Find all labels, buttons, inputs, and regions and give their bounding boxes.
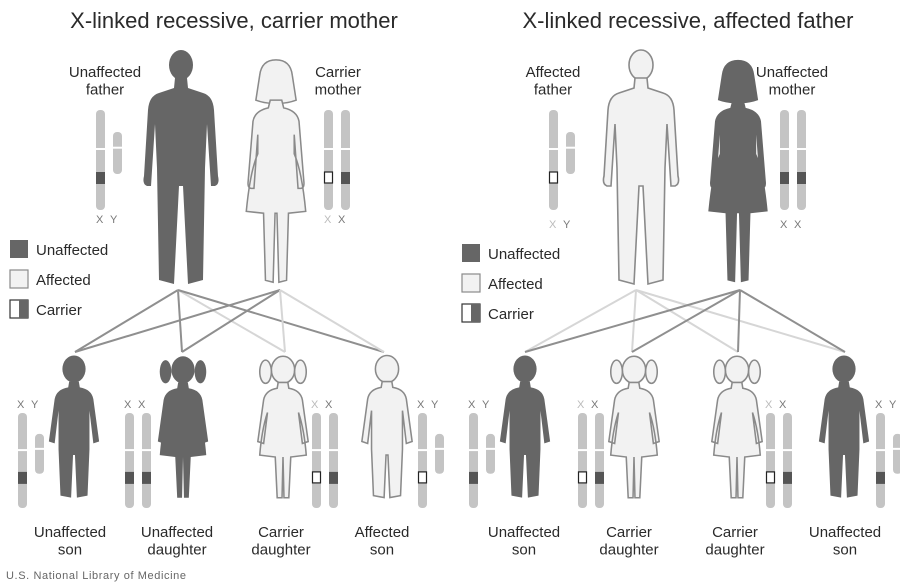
panel-title: X-linked recessive, affected father xyxy=(523,8,854,33)
inheritance-lines xyxy=(75,290,384,352)
legend-unaffected: Unaffected xyxy=(462,244,560,263)
child-figure xyxy=(609,356,659,497)
legend-affected: Affected xyxy=(10,270,91,289)
legend-unaffected-label: Unaffected xyxy=(488,246,560,263)
father-figure xyxy=(143,50,218,284)
child-chromosomes xyxy=(17,413,45,508)
inheritance-lines xyxy=(525,290,845,352)
mother-figure xyxy=(708,60,767,282)
child-figure xyxy=(258,356,308,497)
child-figure xyxy=(712,356,762,497)
legend-carrier-label: Carrier xyxy=(488,306,534,323)
child-chromosomes xyxy=(468,413,496,508)
child-figure xyxy=(500,355,550,497)
child-chromosomes xyxy=(124,413,152,508)
father-chromosomes xyxy=(95,110,123,210)
legend-carrier: Carrier xyxy=(10,300,82,319)
panel-title: X-linked recessive, carrier mother xyxy=(70,8,398,33)
father-figure xyxy=(603,50,678,284)
legend-carrier-label: Carrier xyxy=(36,302,82,319)
legend-unaffected-label: Unaffected xyxy=(36,242,108,259)
panel-affected-father: X-linked recessive, affected fatherAffec… xyxy=(462,8,900,558)
legend-affected: Affected xyxy=(462,274,543,293)
mother-figure xyxy=(246,60,305,282)
child-chromosomes xyxy=(417,413,445,508)
legend-affected-label: Affected xyxy=(36,272,91,289)
child-chromosomes xyxy=(577,413,605,508)
credit-text: U.S. National Library of Medicine xyxy=(6,570,187,582)
legend-carrier: Carrier xyxy=(462,304,534,323)
child-figure xyxy=(49,355,99,497)
child-chromosomes xyxy=(765,413,793,508)
child-figure xyxy=(158,356,208,497)
child-chromosomes xyxy=(875,413,900,508)
child-figure xyxy=(362,355,412,497)
legend-unaffected: Unaffected xyxy=(10,240,108,259)
father-chromosomes xyxy=(548,110,576,210)
child-chromosomes xyxy=(311,413,339,508)
child-figure xyxy=(819,355,869,497)
mother-chromosomes xyxy=(323,110,351,210)
mother-chromosomes xyxy=(779,110,807,210)
panel-carrier-mother: X-linked recessive, carrier motherUnaffe… xyxy=(10,8,445,558)
legend-affected-label: Affected xyxy=(488,276,543,293)
